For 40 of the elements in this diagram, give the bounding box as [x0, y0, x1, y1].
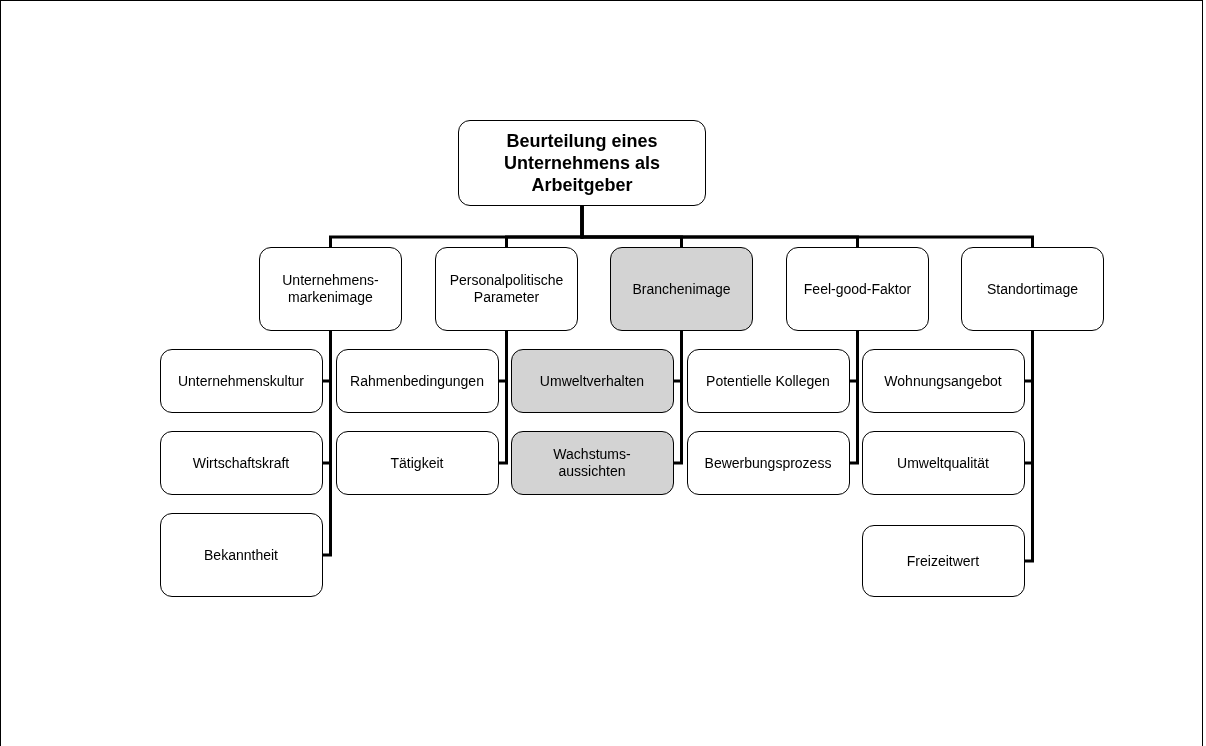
- category-box: [610, 247, 753, 331]
- category-box: [510, 349, 674, 413]
- node-label: Personalpolitische Parameter: [448, 272, 565, 306]
- category-box: [510, 431, 674, 495]
- node-label: Wachstums-aussichten: [552, 446, 632, 480]
- category-box: [961, 247, 1104, 331]
- connector-line: [1024, 331, 1034, 563]
- category-box: [335, 349, 499, 413]
- connector-line: [580, 206, 1034, 247]
- node-label: Freizeitwert: [906, 552, 980, 570]
- node-label: Tätigkeit: [390, 454, 444, 472]
- node-label: Standortimage: [986, 280, 1079, 298]
- connector-line: [673, 331, 683, 465]
- category-box: [335, 431, 499, 495]
- category-box: [159, 513, 323, 597]
- node-label: Unternehmens-markenimage: [281, 272, 380, 306]
- connector-line: [322, 331, 332, 557]
- category-box: [159, 431, 323, 495]
- node-label: Potentielle Kollegen: [706, 372, 830, 390]
- node-label: Umweltverhalten: [539, 372, 645, 390]
- category-box: [686, 431, 850, 495]
- category-box: [686, 349, 850, 413]
- category-box: [861, 525, 1025, 597]
- category-box: [786, 247, 929, 331]
- category-box: [861, 431, 1025, 495]
- node-label: Wirtschaftskraft: [192, 454, 290, 472]
- node-label: Wohnungsangebot: [884, 372, 1002, 390]
- node-label: Branchenimage: [632, 280, 731, 298]
- node-label: Beurteilung eines Unternehmens als Arbeitgeber: [502, 130, 662, 196]
- root-box: [458, 120, 706, 206]
- node-label: Feel-good-Faktor: [803, 280, 912, 298]
- node-label: Rahmenbedingungen: [350, 372, 484, 390]
- category-box: [861, 349, 1025, 413]
- node-label: Unternehmenskultur: [177, 372, 305, 390]
- node-label: Bewerbungsprozess: [704, 454, 832, 472]
- category-box: [159, 349, 323, 413]
- category-box: [259, 247, 402, 331]
- node-label: Bekanntheit: [204, 546, 278, 564]
- node-label: Umweltqualität: [897, 454, 989, 472]
- category-box: [435, 247, 578, 331]
